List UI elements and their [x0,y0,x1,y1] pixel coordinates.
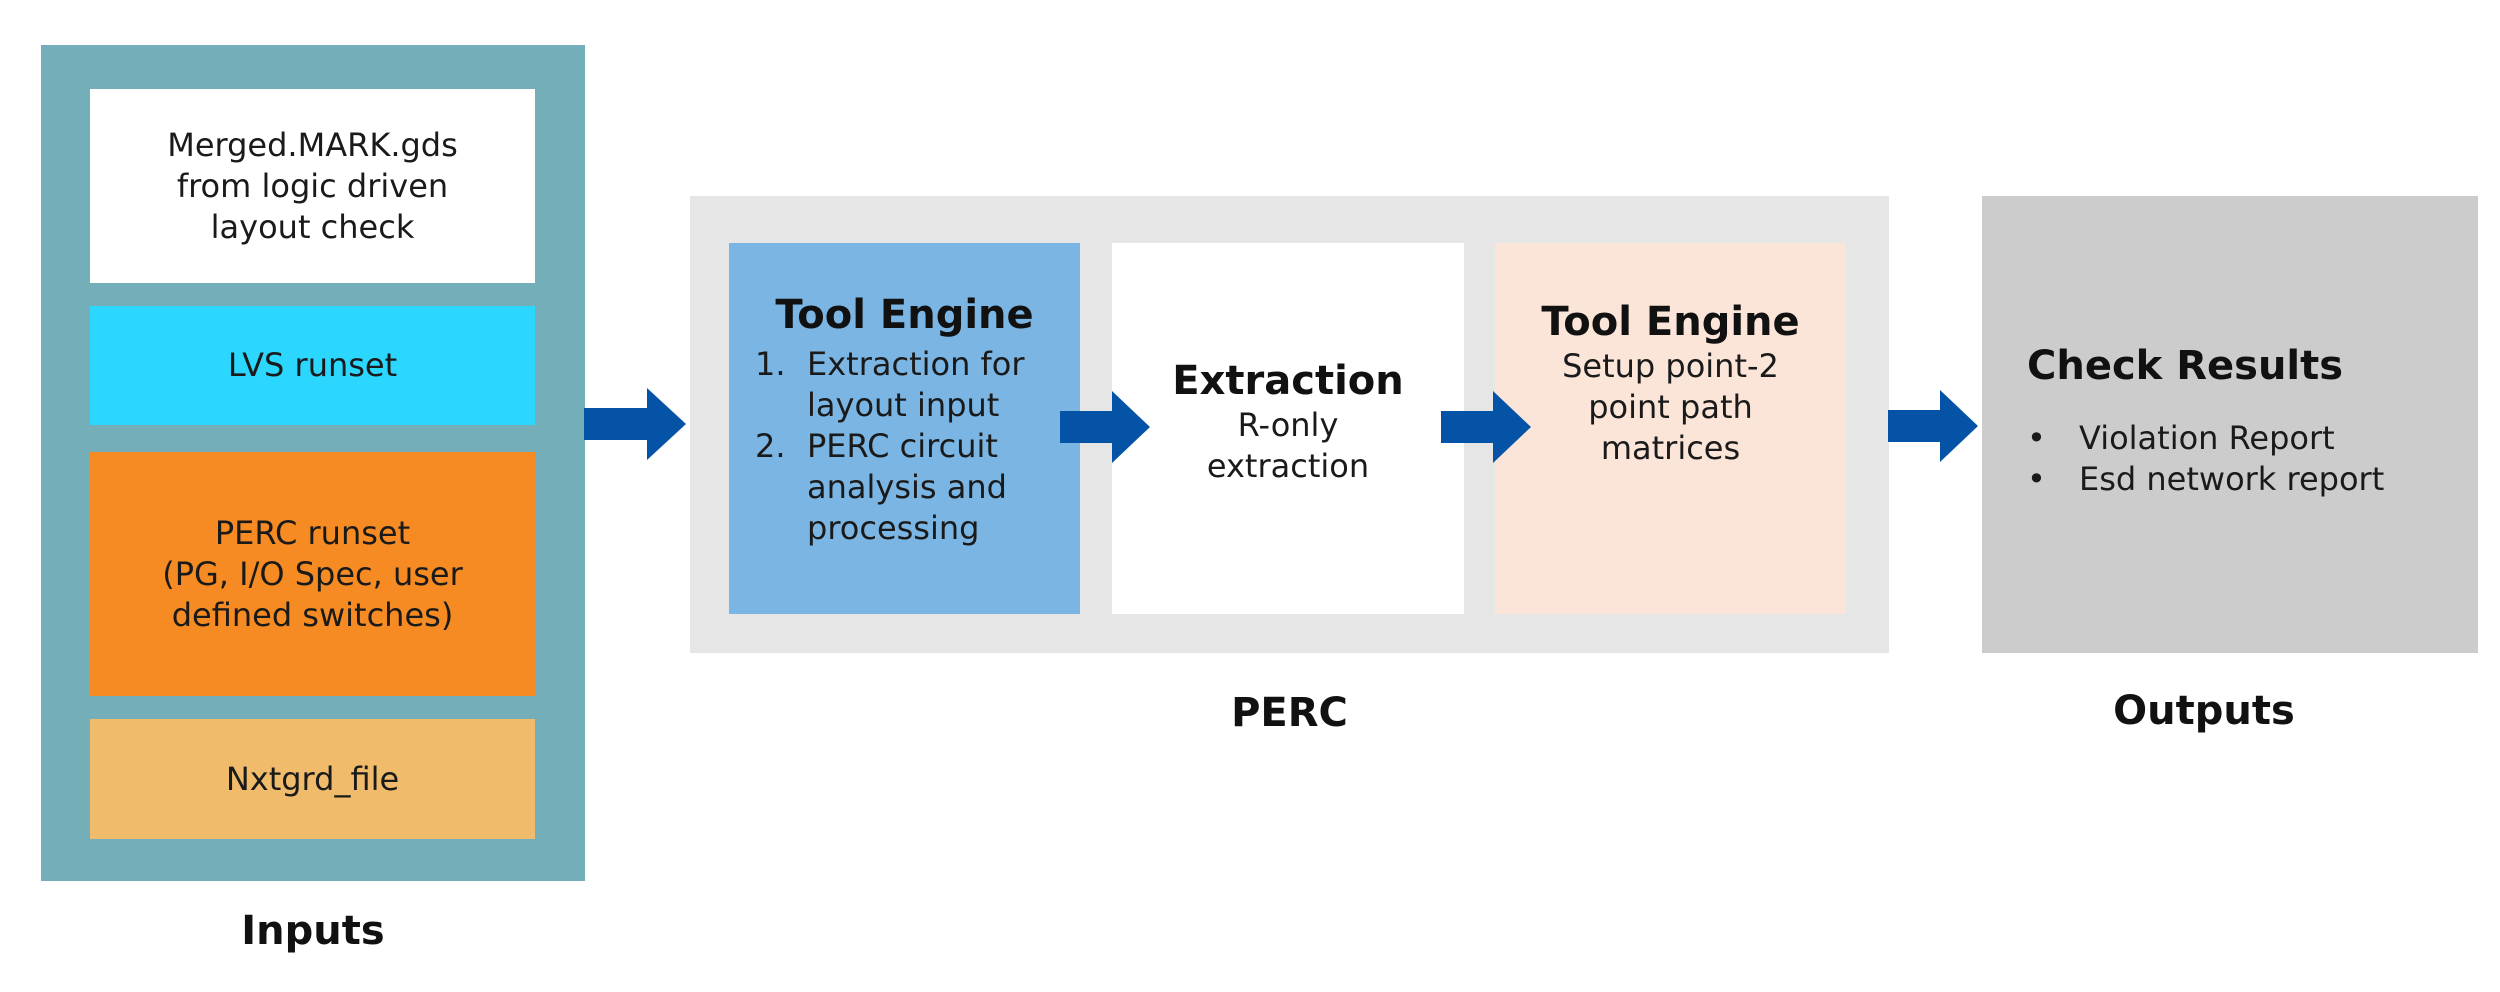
stage2-content: Extraction R-only extraction [1112,357,1464,487]
input-gds-line-3: layout check [210,207,415,246]
stage1-item-2-line-2: analysis and [807,468,1007,506]
input-perc-runset-box: PERC runset (PG, I/O Spec, user defined … [90,452,535,696]
stage2-title: Extraction [1172,358,1404,404]
stage-extraction [1112,243,1464,614]
input-lvs-line-1: LVS runset [227,346,398,384]
input-perc-line-3: defined switches) [171,595,454,634]
input-nxtgrd-line-1: Nxtgrd_file [225,759,400,798]
stage1-item-2: 2. PERC circuit analysis and processing [755,426,1075,549]
outputs-item-esd-report: • Esd network report [2027,459,2477,500]
outputs-item-2-bullet: • [2027,460,2046,498]
stage1-item-1: 1. Extraction for layout input [755,344,1075,426]
perc-label: PERC [1231,690,1348,736]
arrow-perc-to-outputs-icon [1888,390,1978,462]
stage3-title: Tool Engine [1541,299,1800,345]
stage3-line-1: Setup point-2 [1562,347,1779,385]
stage1-item-1-line-2: layout input [807,386,1000,424]
arrow-stage1-to-stage2-icon [1060,391,1150,463]
stage-tool-engine-setup [1495,243,1846,614]
input-perc-line-2: (PG, I/O Spec, user [162,554,463,593]
outputs-item-1-bullet: • [2027,419,2046,457]
stage1-title: Tool Engine [775,292,1034,338]
stage3-line-3: matrices [1600,429,1741,467]
stage3-content: Tool Engine Setup point-2 point path mat… [1495,298,1846,469]
input-gds-box: Merged.MARK.gds from logic driven layout… [90,89,535,283]
arrow-stage2-to-stage3-shape [1441,391,1531,463]
stage2-line-1: R-only [1237,406,1339,444]
arrow-inputs-to-perc-icon [584,388,686,460]
stage1-list: 1. Extraction for layout input 2. PERC c… [755,344,1075,549]
inputs-label: Inputs [241,908,385,954]
outputs-panel [1982,196,2478,653]
input-gds-line-2: from logic driven [176,166,449,205]
stage-tool-engine-extraction [729,243,1080,614]
input-lvs-runset-box: LVS runset [90,306,535,425]
stage2-line-2: extraction [1206,447,1370,485]
input-gds-line-1: Merged.MARK.gds [167,125,458,164]
input-nxtgrd-box: Nxtgrd_file [90,719,535,839]
arrow-stage1-to-stage2-shape [1060,391,1150,463]
outputs-item-violation-report: • Violation Report [2027,418,2477,459]
arrow-inputs-to-perc-shape [584,388,686,460]
outputs-list: • Violation Report • Esd network report [2027,418,2477,500]
stage1-item-2-line-1: PERC circuit [807,427,998,465]
stage1-item-2-line-3: processing [807,509,980,547]
stage3-line-2: point path [1588,388,1753,426]
arrow-stage2-to-stage3-icon [1441,391,1531,463]
arrow-perc-to-outputs-shape [1888,390,1978,462]
stage1-item-1-line-1: Extraction for [807,345,1025,383]
outputs-item-2-text: Esd network report [2079,460,2385,498]
outputs-title: Check Results [2027,343,2344,389]
input-perc-line-1: PERC runset [214,513,411,552]
outputs-item-1-text: Violation Report [2079,419,2335,457]
stage1-item-1-number: 1. [755,345,786,383]
outputs-label: Outputs [2113,688,2295,734]
stage1-item-2-number: 2. [755,427,786,465]
